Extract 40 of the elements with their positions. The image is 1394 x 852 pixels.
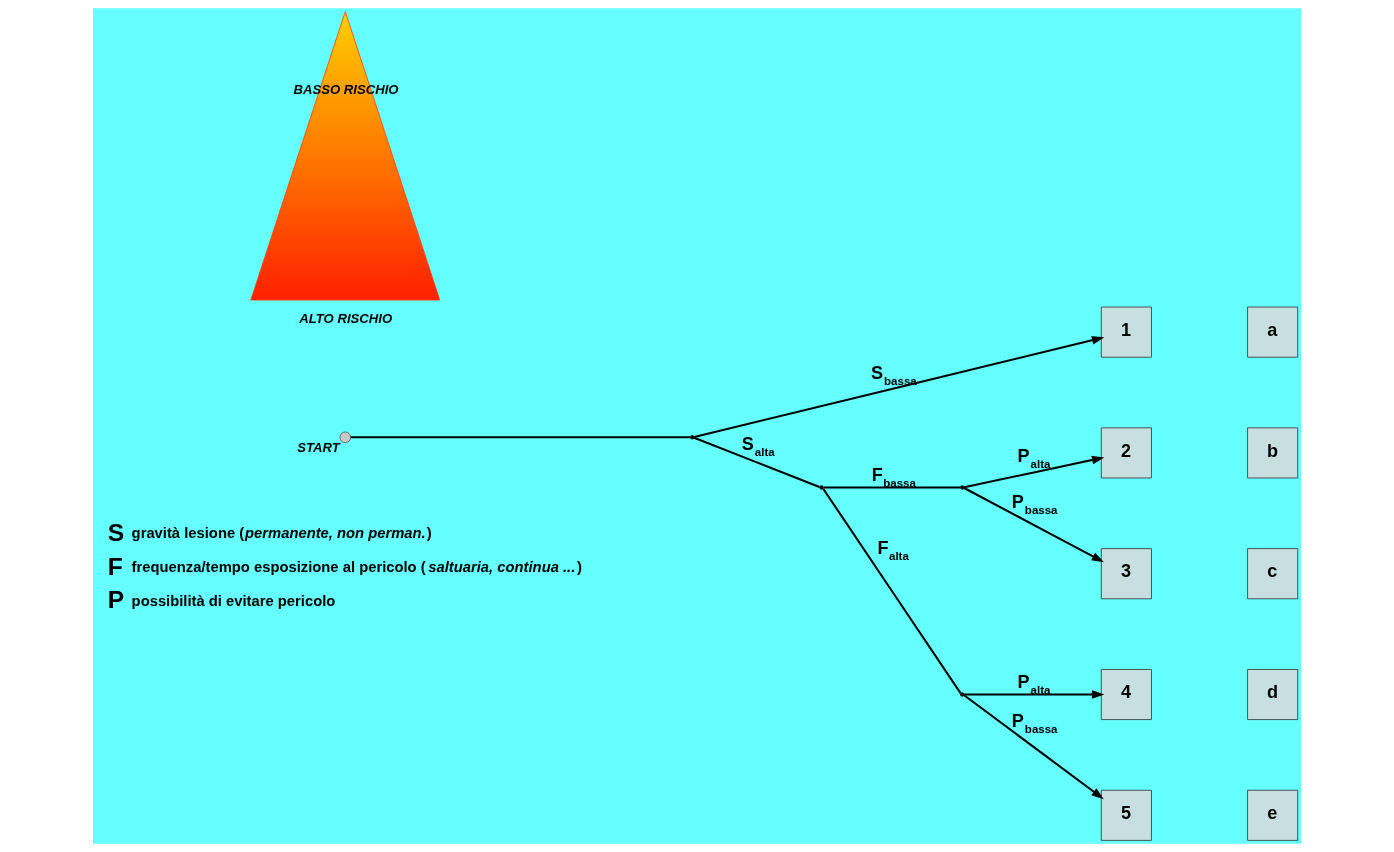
node-circle [339, 431, 352, 444]
label: P [107, 586, 125, 614]
node-label: ALTO RISCHIO [299, 310, 393, 326]
node-box: 4 [1100, 669, 1152, 720]
node-box: c [1247, 548, 1299, 600]
node-box: e [1247, 789, 1299, 841]
node-box: b [1247, 427, 1299, 479]
node-box: d [1247, 669, 1299, 720]
edge-label: P$_{alta}$ [1017, 672, 1051, 697]
node-point [960, 692, 965, 697]
arrow [963, 487, 1105, 563]
node-box: 5 [1100, 789, 1152, 841]
label: S [107, 518, 125, 546]
node-label: START [297, 440, 340, 456]
edge-label: P$_{bassa}$ [1011, 492, 1058, 517]
connector [822, 488, 962, 694]
connector [350, 436, 691, 439]
label: gravità lesione (permanente, non perman.) [131, 525, 432, 542]
edge-label: S$_{bassa}$ [870, 362, 917, 387]
edge-label: P$_{bassa}$ [1011, 711, 1058, 736]
node-point [960, 485, 965, 490]
arrow [963, 694, 1104, 800]
label: frequenza/tempo esposizione al pericolo (saltuaria, continua ...) [131, 558, 582, 575]
node-box: 3 [1100, 548, 1152, 600]
label: possibilità di evitare pericolo [131, 592, 336, 609]
connector [693, 436, 820, 488]
node-point [819, 485, 824, 490]
arrow [694, 336, 1105, 438]
connector [823, 486, 961, 489]
node-box: 1 [1100, 306, 1152, 358]
node-box: 2 [1100, 427, 1152, 479]
edge-label: F$_{bassa}$ [871, 465, 916, 490]
edge-label: F$_{alta}$ [877, 537, 909, 562]
arrow [964, 690, 1105, 699]
node-box: a [1247, 306, 1299, 358]
arrow [963, 455, 1105, 489]
label: F [107, 552, 123, 580]
edge-label: S$_{alta}$ [741, 434, 775, 459]
edge-label: P$_{alta}$ [1017, 446, 1051, 471]
node-point [690, 435, 695, 440]
